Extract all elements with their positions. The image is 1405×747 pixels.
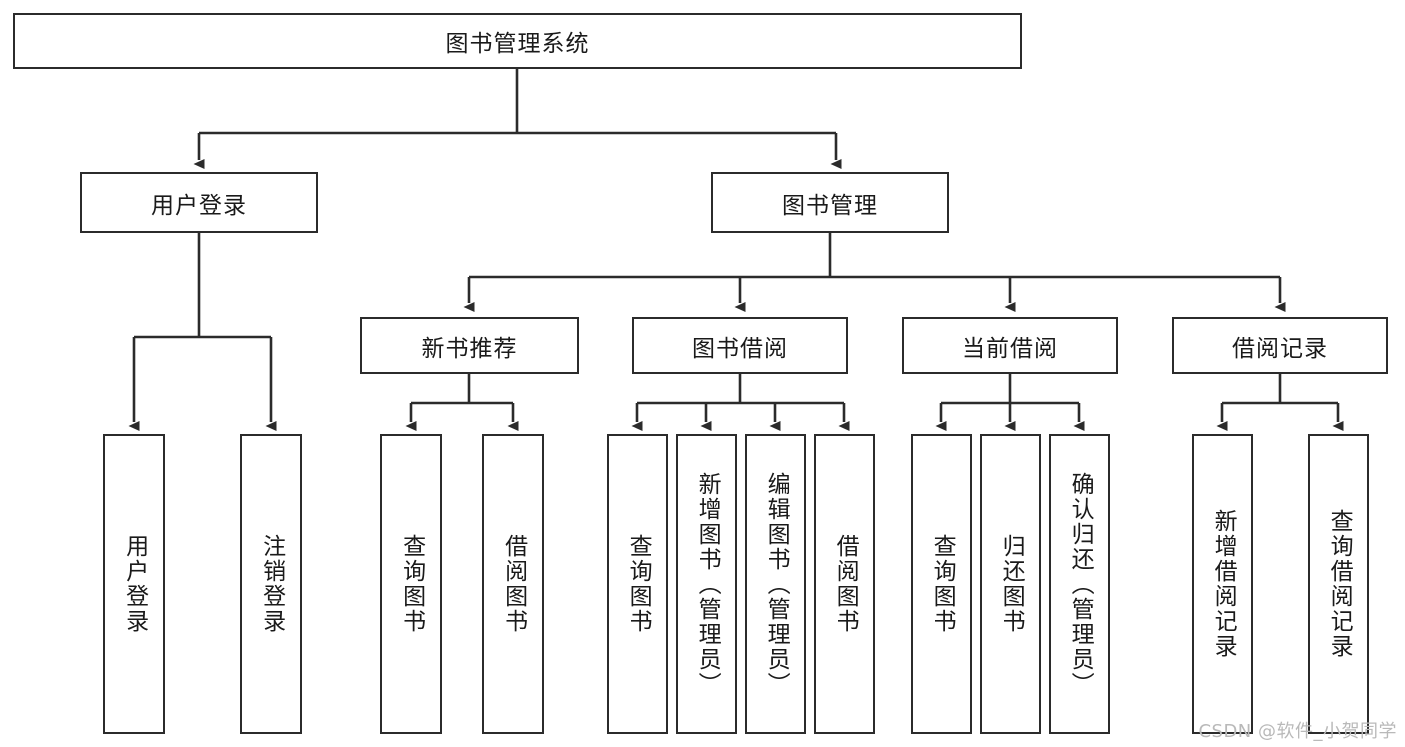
leaf-label: 查询图书 [398, 534, 425, 634]
node-book-borrow[interactable]: 图书借阅 [632, 317, 848, 374]
leaf-borrow-borrow-book[interactable]: 借阅图书 [814, 434, 875, 734]
node-label: 借阅记录 [1232, 335, 1328, 362]
leaf-label: 借阅图书 [500, 534, 527, 634]
node-user-login[interactable]: 用户登录 [80, 172, 318, 233]
csdn-watermark: CSDN @软件_小贺同学 [1198, 721, 1397, 742]
leaf-recommend-borrow-book[interactable]: 借阅图书 [482, 434, 544, 734]
node-label: 图书管理 [782, 192, 878, 219]
leaf-borrow-add-book-admin[interactable]: 新增图书（管理员） [676, 434, 737, 734]
node-borrow-record[interactable]: 借阅记录 [1172, 317, 1388, 374]
leaf-label: 确认归还（管理员） [1067, 471, 1094, 697]
leaf-borrow-query-book[interactable]: 查询图书 [607, 434, 668, 734]
leaf-label: 新增借阅记录 [1210, 509, 1237, 659]
leaf-current-return-book[interactable]: 归还图书 [980, 434, 1041, 734]
leaf-label: 归还图书 [998, 534, 1025, 634]
leaf-label: 注销登录 [258, 534, 285, 634]
node-label: 图书管理系统 [445, 31, 590, 57]
node-label: 当前借阅 [962, 335, 1058, 362]
leaf-user-login-logout[interactable]: 注销登录 [240, 434, 302, 734]
leaf-label: 新增图书（管理员） [694, 471, 721, 697]
node-book-management[interactable]: 图书管理 [711, 172, 949, 233]
node-label: 用户登录 [151, 192, 247, 219]
leaf-label: 编辑图书（管理员） [763, 471, 790, 697]
leaf-current-query-book[interactable]: 查询图书 [911, 434, 972, 734]
node-new-book-recommend[interactable]: 新书推荐 [360, 317, 579, 374]
leaf-label: 查询图书 [625, 534, 652, 634]
leaf-current-confirm-return-admin[interactable]: 确认归还（管理员） [1049, 434, 1110, 734]
leaf-recommend-query-book[interactable]: 查询图书 [380, 434, 442, 734]
leaf-record-add-record[interactable]: 新增借阅记录 [1192, 434, 1253, 734]
leaf-label: 查询图书 [929, 534, 956, 634]
leaf-user-login-login[interactable]: 用户登录 [103, 434, 165, 734]
node-root-system[interactable]: 图书管理系统 [13, 13, 1022, 69]
leaf-label: 用户登录 [121, 534, 148, 634]
leaf-label: 借阅图书 [832, 534, 859, 634]
leaf-record-query-record[interactable]: 查询借阅记录 [1308, 434, 1369, 734]
node-label: 新书推荐 [421, 335, 518, 362]
node-current-borrow[interactable]: 当前借阅 [902, 317, 1118, 374]
node-label: 图书借阅 [692, 335, 788, 362]
leaf-borrow-edit-book-admin[interactable]: 编辑图书（管理员） [745, 434, 806, 734]
leaf-label: 查询借阅记录 [1326, 509, 1353, 659]
